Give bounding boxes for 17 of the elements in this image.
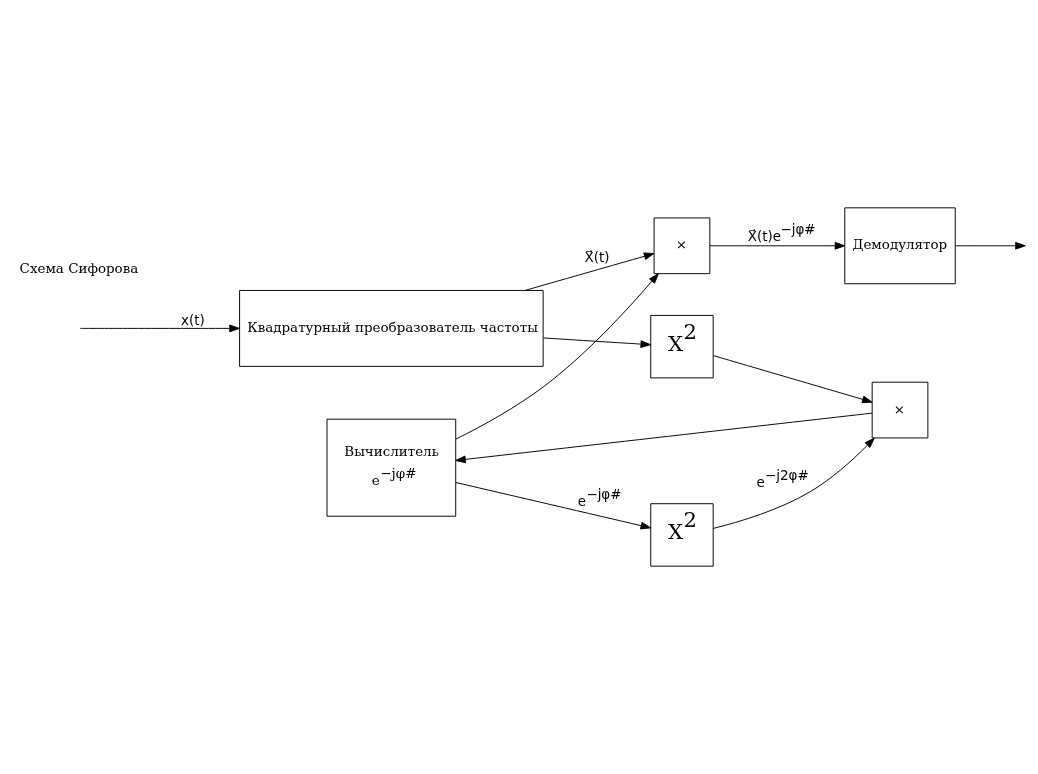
node-box: Демодулятор <box>844 207 956 285</box>
arrow <box>455 273 659 440</box>
arrow <box>455 482 652 530</box>
edge-label: x(t) <box>180 312 205 328</box>
node-box: × <box>871 381 929 439</box>
arrow <box>712 355 873 404</box>
arrow <box>955 241 1026 250</box>
label: Схема Сифорова <box>19 261 139 277</box>
arrow <box>455 412 873 464</box>
arrow <box>712 437 875 529</box>
arrow <box>542 337 652 348</box>
arrow <box>79 324 240 333</box>
node-box: Квадратурный преобразователь частоты <box>239 289 544 367</box>
arrow <box>524 252 655 291</box>
node-box: × <box>653 217 711 275</box>
edge-label: X⃗(t) <box>584 250 610 266</box>
arrow <box>709 241 846 250</box>
